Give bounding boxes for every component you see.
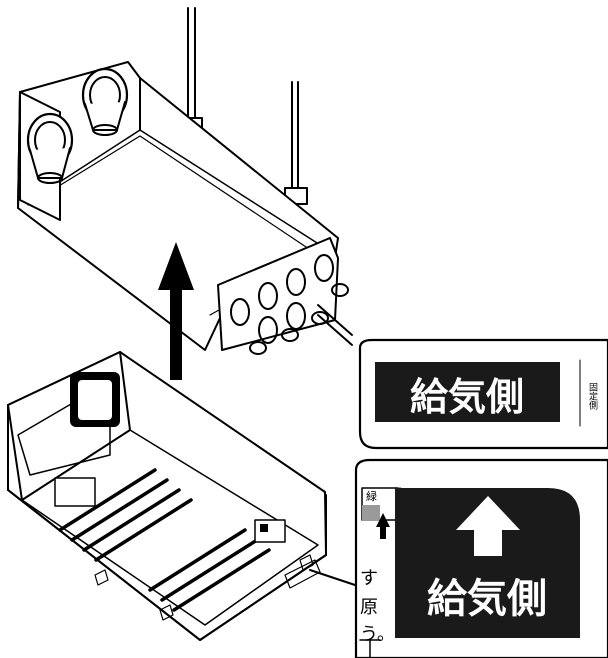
internal-ribs [58,468,271,612]
side-text: 固定側 [587,382,598,409]
arrow-up-icon [158,242,194,380]
duct-ports [230,254,349,355]
supply-side-label-bottom [395,488,580,638]
supply-side-text-top: 給気側 [410,375,524,419]
component-box [254,519,286,543]
duct-collar [81,67,129,136]
callout-top [358,338,608,450]
duct-collar [26,112,74,184]
callout-leader [317,304,353,336]
mounting-frame [17,7,353,355]
callout-bottom [354,458,608,658]
arrow-up-icon [456,496,520,556]
tab-text: 緑 [366,489,377,503]
partial-text: 原 [360,597,378,618]
body-label-area [284,559,321,589]
component-box [54,477,96,507]
frame-end-plate [217,237,339,351]
supply-side-text-bottom: 給気側 [427,576,547,622]
callout-leader [309,569,356,586]
partial-text: う。 [360,624,395,645]
partial-text: す [360,568,378,589]
supply-side-label-top [375,362,560,422]
unit-body [7,351,356,641]
